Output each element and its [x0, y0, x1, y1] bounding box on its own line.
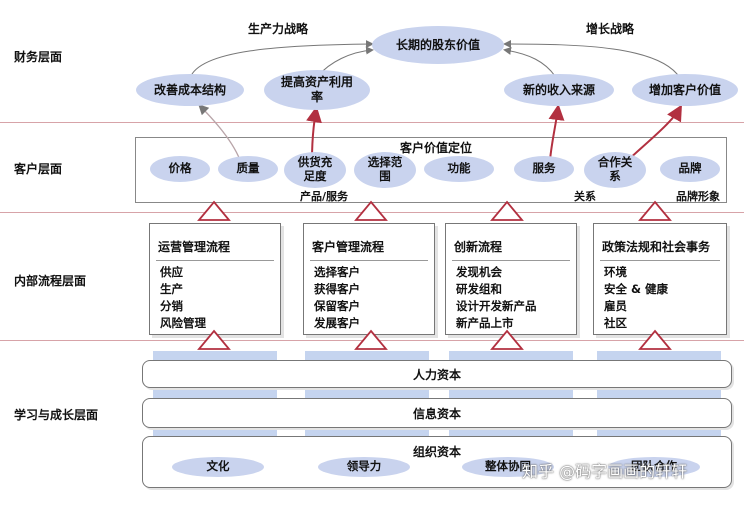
process-item-list: 发现机会 研发组和 设计开发新产品 新产品上市 [456, 264, 537, 332]
arrow-custvalue-to-value [503, 40, 681, 79]
org-capital-label: 组织资本 [412, 445, 461, 459]
triangle-innovation [490, 200, 524, 221]
layer-label-learning: 学习与成长层面 [14, 408, 99, 422]
group-label-brand-image: 品牌形象 [676, 190, 720, 203]
list-item: 获得客户 [314, 282, 360, 296]
triangle-regulatory [638, 200, 672, 221]
arrow-partner-to-custvalue [627, 104, 682, 161]
customer-item-supply: 供货充足度 [284, 152, 346, 188]
process-title: 运营管理流程 [158, 240, 231, 254]
process-box-innovation: 创新流程 发现机会 研发组和 设计开发新产品 新产品上市 [445, 223, 577, 335]
process-item-list: 供应 生产 分销 风险管理 [160, 264, 206, 332]
arrow-revenue-to-value [503, 46, 556, 77]
customer-item-service: 服务 [514, 156, 574, 182]
list-item: 雇员 [604, 299, 627, 313]
group-label-relationship: 关系 [574, 190, 596, 203]
arrow-quality-to-cost [198, 104, 241, 161]
goal-long-term-value: 长期的股东价值 [372, 26, 504, 64]
process-title: 客户管理流程 [312, 240, 385, 254]
customer-item-selection-label: 选择范围 [367, 155, 403, 183]
arrow-cost-to-value [189, 40, 374, 79]
list-item: 保留客户 [314, 299, 360, 313]
triangle-innovation-lower [490, 329, 524, 350]
info-capital-bar: 信息资本 [142, 398, 732, 428]
process-separator [452, 260, 570, 261]
list-item: 安全 & 健康 [604, 282, 669, 296]
customer-item-brand: 品牌 [660, 156, 720, 182]
list-item: 选择客户 [314, 265, 360, 279]
process-title: 创新流程 [454, 240, 503, 254]
divider-financial-customer [0, 122, 744, 123]
list-item: 生产 [160, 282, 183, 296]
customer-item-partnership-label: 合作关系 [597, 155, 633, 183]
process-separator [600, 260, 720, 261]
triangle-customer [354, 200, 388, 221]
layer-label-financial: 财务层面 [14, 50, 63, 64]
customer-item-partnership: 合作关系 [584, 152, 646, 188]
goal-asset-use: 提高资产利用率 [264, 70, 370, 110]
triangle-regulatory-lower [638, 329, 672, 350]
list-item: 发现机会 [456, 265, 502, 279]
goal-cost-structure: 改善成本结构 [136, 74, 244, 106]
human-capital-label: 人力资本 [412, 368, 461, 382]
human-capital-bar: 人力资本 [142, 360, 732, 388]
list-item: 社区 [604, 316, 627, 330]
process-title: 政策法规和社会事务 [602, 240, 711, 254]
group-label-product-service: 产品/服务 [300, 190, 349, 203]
watermark-text: 知乎 @码字画画的轩轩 [522, 462, 688, 481]
list-item: 风险管理 [160, 316, 206, 330]
list-item: 环境 [604, 265, 627, 279]
process-box-customer: 客户管理流程 选择客户 获得客户 保留客户 发展客户 [303, 223, 435, 335]
triangle-operations [197, 200, 231, 221]
info-capital-label: 信息资本 [412, 407, 461, 421]
strategy-productivity: 生产力战略 [248, 22, 309, 36]
org-item-leadership: 领导力 [318, 457, 410, 477]
process-separator [156, 260, 274, 261]
process-box-operations: 运营管理流程 供应 生产 分销 风险管理 [149, 223, 281, 335]
list-item: 设计开发新产品 [456, 299, 537, 313]
triangle-customer-lower [354, 329, 388, 350]
org-item-teamwork: 团队合作 [608, 457, 700, 477]
process-item-list: 选择客户 获得客户 保留客户 发展客户 [314, 264, 360, 332]
arrow-service-to-revenue [548, 104, 565, 161]
customer-item-function: 功能 [424, 156, 494, 182]
layer-label-customer: 客户层面 [14, 162, 63, 176]
list-item: 分销 [160, 299, 183, 313]
triangle-operations-lower [197, 329, 231, 350]
customer-item-quality: 质量 [218, 156, 278, 182]
list-item: 研发组和 [456, 282, 502, 296]
list-item: 供应 [160, 265, 183, 279]
org-item-culture: 文化 [172, 457, 264, 477]
customer-item-supply-label: 供货充足度 [297, 155, 333, 183]
org-item-alignment: 整体协同 [462, 457, 554, 477]
list-item: 发展客户 [314, 316, 360, 330]
layer-label-internal: 内部流程层面 [14, 274, 87, 288]
process-separator [310, 260, 428, 261]
process-box-regulatory: 政策法规和社会事务 环境 安全 & 健康 雇员 社区 [593, 223, 727, 335]
strategy-growth: 增长战略 [586, 22, 635, 36]
process-item-list: 环境 安全 & 健康 雇员 社区 [604, 264, 668, 332]
goal-asset-use-label: 提高资产利用率 [280, 75, 353, 104]
customer-item-price: 价格 [150, 156, 210, 182]
customer-item-selection: 选择范围 [354, 152, 416, 188]
goal-customer-value: 增加客户价值 [632, 74, 738, 106]
value-prop-title: 客户价值定位 [400, 141, 473, 155]
goal-revenue-sources: 新的收入来源 [504, 74, 614, 106]
list-item: 新产品上市 [456, 316, 514, 330]
